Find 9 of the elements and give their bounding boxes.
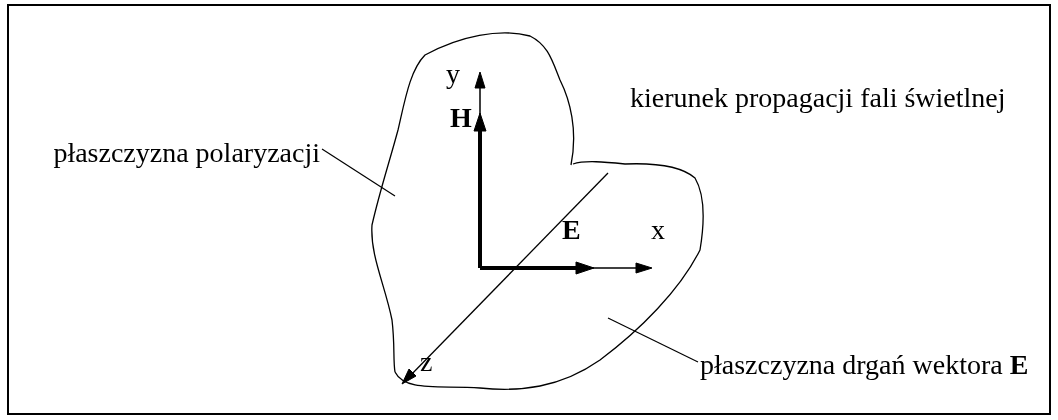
vector-label: E: [562, 214, 581, 246]
axis-label: y: [446, 58, 460, 90]
callout-text: płaszczyzna drgań wektora E: [700, 349, 1050, 381]
leader-line: [607, 317, 699, 363]
axis-label: kierunek propagacji fali świetlnej: [630, 82, 1006, 114]
callout-text: płaszczyzna polaryzacji: [20, 137, 320, 169]
vector-label: H: [450, 102, 472, 134]
axis-label: x: [651, 214, 665, 246]
leader-line: [321, 148, 396, 197]
